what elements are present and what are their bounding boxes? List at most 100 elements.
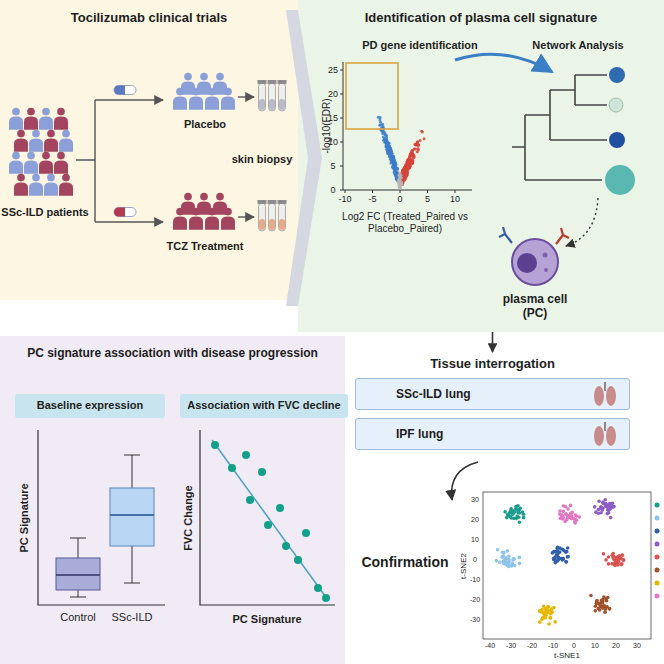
tsne-point <box>521 510 525 514</box>
volcano-point <box>406 160 409 163</box>
tick-label: 30 <box>471 496 479 504</box>
person-body <box>205 217 219 230</box>
tube-sample <box>279 219 285 230</box>
person-head <box>224 88 232 96</box>
tsne-point <box>617 558 621 562</box>
box-label: Baseline expression <box>37 399 143 412</box>
scatter-point <box>294 556 302 564</box>
tsne-point <box>593 505 597 509</box>
box-label: Association with FVC decline <box>187 399 340 412</box>
plot-axes <box>38 430 165 605</box>
volcano-point <box>384 134 387 137</box>
person-body <box>24 117 38 130</box>
tick-label: 5 <box>425 194 430 205</box>
person-body <box>54 161 68 174</box>
person-head <box>57 152 65 160</box>
key-dot <box>655 516 660 521</box>
tick-label: -30 <box>470 616 480 624</box>
tsne-point <box>565 513 569 517</box>
tsne-point <box>595 600 599 604</box>
tsne-point <box>622 559 626 563</box>
person-head <box>208 88 216 96</box>
person-body <box>44 183 58 196</box>
tsne-point <box>605 512 609 516</box>
tsne-point <box>607 555 611 559</box>
tsne-point <box>556 559 560 563</box>
tsne-point <box>505 549 509 553</box>
person-head <box>184 73 192 81</box>
arrow <box>95 221 163 222</box>
tsne-point <box>505 516 509 520</box>
tsne-point <box>495 559 499 563</box>
person-body <box>189 217 203 230</box>
lung-lobe <box>594 426 604 446</box>
pill-half <box>114 208 125 217</box>
key-dot <box>655 568 660 573</box>
subheading-box: Baseline expression <box>15 394 165 418</box>
person-body <box>29 183 43 196</box>
key-dot <box>655 555 660 560</box>
volcano-point <box>417 143 420 146</box>
tsne-point <box>564 550 568 554</box>
tsne-point <box>507 554 511 558</box>
flow-chevron <box>286 10 322 306</box>
tsne-point <box>543 616 547 620</box>
tsne-point <box>553 556 557 560</box>
scatter-point <box>282 542 290 550</box>
person-head <box>42 152 50 160</box>
antibody <box>499 227 512 243</box>
tsne-point <box>561 557 565 561</box>
scatter-point <box>211 441 219 449</box>
tsne-point <box>502 560 506 564</box>
person-body <box>59 183 73 196</box>
tsne-point <box>569 504 573 508</box>
median <box>56 574 100 576</box>
tsne-point <box>510 509 514 513</box>
tsne-point <box>512 557 516 561</box>
volcano-point <box>377 116 380 119</box>
text-label: PC Signature <box>232 613 301 626</box>
tsne-point <box>542 605 546 609</box>
tsne-point <box>589 594 593 598</box>
trend-line <box>212 440 328 600</box>
volcano-point <box>416 150 419 153</box>
text-label: SSc-ILD patients <box>1 206 88 219</box>
tsne-point <box>512 557 516 561</box>
tube-cap <box>278 200 287 204</box>
flow-arrow <box>492 332 494 352</box>
tsne-point <box>546 605 550 609</box>
panel-heading: PC signature association with disease pr… <box>27 346 318 360</box>
person-head <box>17 174 25 182</box>
volcano-point <box>387 148 390 151</box>
person-body <box>9 117 23 130</box>
volcano-point <box>402 169 405 172</box>
volcano-point <box>417 144 420 147</box>
tick-label: 10 <box>450 194 460 205</box>
tick-label: 5 <box>330 161 335 172</box>
test-tube <box>279 83 286 111</box>
key-dot <box>655 581 660 586</box>
tube-cap <box>268 200 277 204</box>
tsne-point <box>509 515 513 519</box>
subheading-box: Association with FVC decline <box>180 394 348 418</box>
volcano-point <box>406 166 409 169</box>
tsne-point <box>555 554 559 558</box>
scatter-point <box>302 529 310 537</box>
person-body <box>39 117 53 130</box>
scatter-point <box>322 594 330 602</box>
tsne-point <box>566 555 570 559</box>
tsne-point <box>612 556 616 560</box>
tick-label: -10 <box>338 194 351 205</box>
volcano-point <box>382 130 385 133</box>
tick-label: 30 <box>633 642 641 650</box>
volcano-point <box>396 175 399 178</box>
tsne-point <box>608 607 612 611</box>
volcano-point <box>408 162 411 165</box>
tsne-point <box>517 515 521 519</box>
arrow <box>95 99 163 100</box>
tsne-point <box>558 509 562 513</box>
text-label: TCZ Treatment <box>166 240 243 253</box>
person-body <box>54 117 68 130</box>
cluster-node <box>609 67 625 83</box>
volcano-point <box>385 134 388 137</box>
